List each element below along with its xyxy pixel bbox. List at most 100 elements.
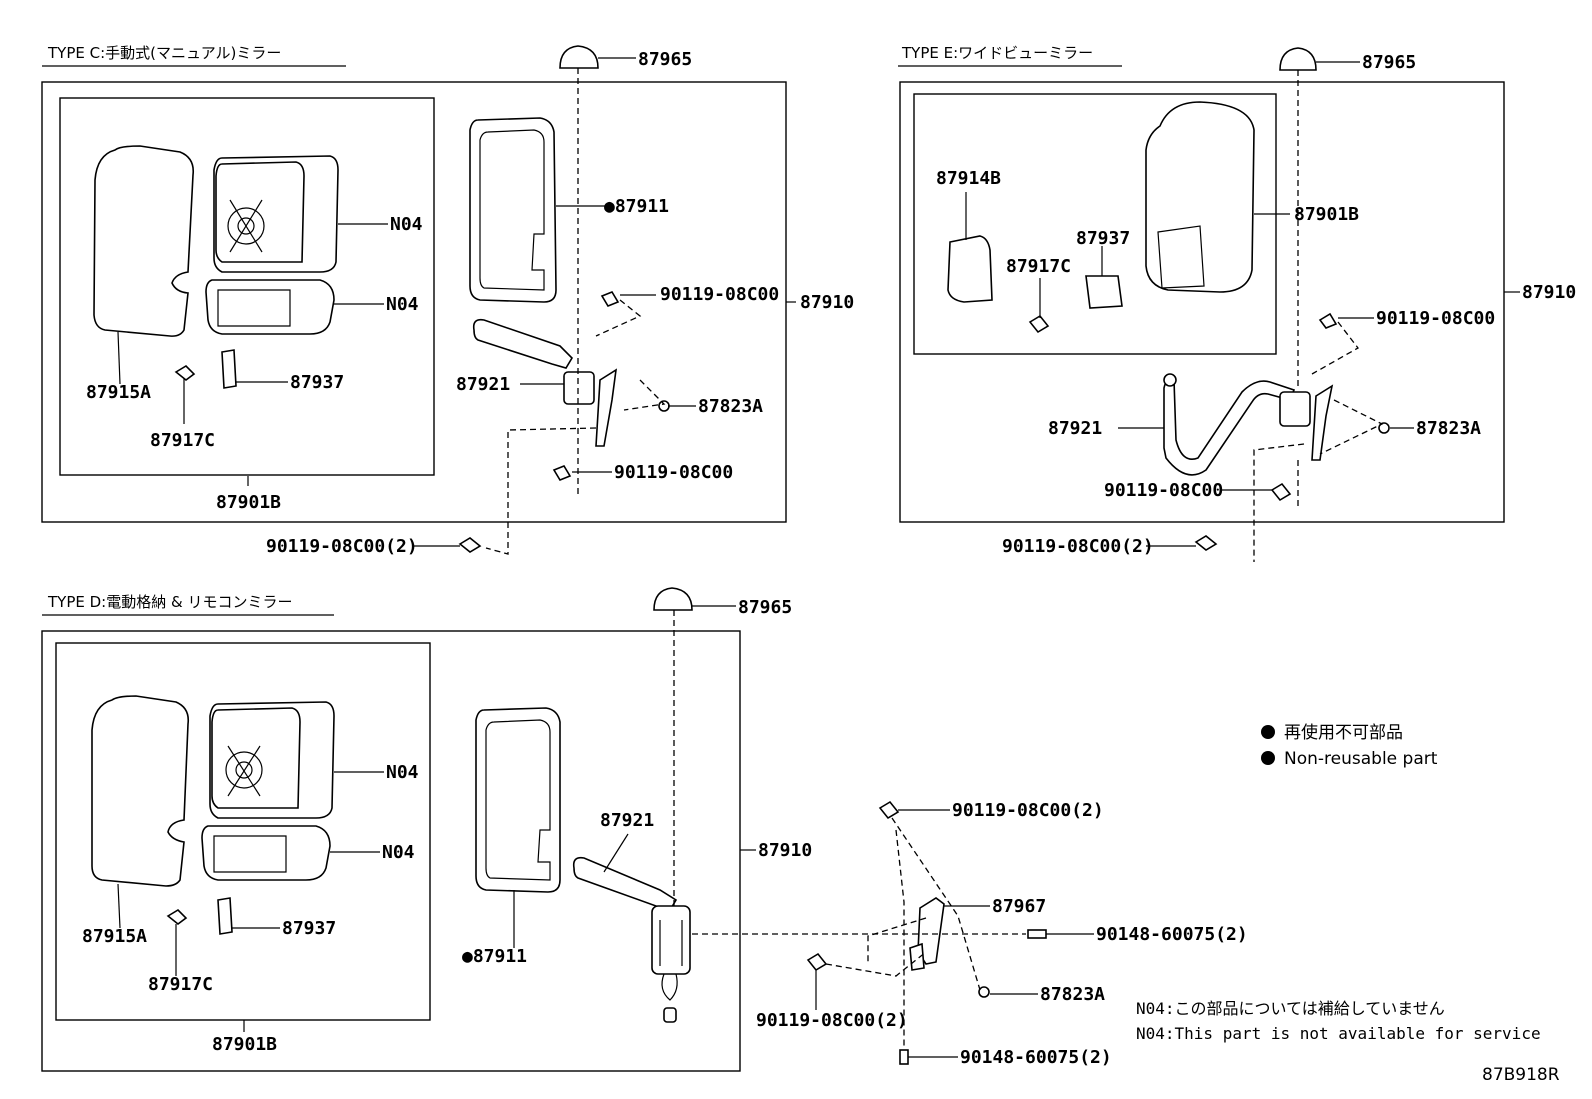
label-87910-d: 87910 (758, 840, 812, 861)
type-c-section: TYPE C:手動式(マニュアル)ミラー (41, 44, 854, 557)
cap-87965 (559, 45, 599, 69)
label-87967: 87967 (992, 896, 1046, 917)
bolt-90119-a-d (878, 800, 900, 820)
type-d-assembly-frame (41, 630, 741, 1072)
gasket-87911-d (475, 707, 561, 893)
type-e-mirror-subassembly-frame (913, 93, 1277, 355)
cap-87965-e (1279, 47, 1317, 71)
mirror-pivot (227, 207, 265, 245)
type-e-assembly-frame (899, 81, 1505, 523)
label-87965: 87965 (638, 49, 692, 70)
bolt-87917c-e (1028, 314, 1050, 334)
label-90148-a: 90148-60075(2) (1096, 924, 1248, 945)
label-90148-b: 90148-60075(2) (960, 1047, 1112, 1068)
label-87911: ●87911 (604, 196, 669, 217)
washer-87823a (658, 400, 670, 412)
label-87921: 87921 (456, 374, 510, 395)
label-90119-a-d: 90119-08C00(2) (952, 800, 1104, 821)
label-87901b: 87901B (216, 492, 281, 513)
legend: 再使用不可部品 Non-reusable part (1261, 722, 1438, 769)
mirror-pivot-d (225, 751, 263, 789)
screw-90148-b (899, 1049, 909, 1065)
footnote-jp: N04:この部品については補給していません (1136, 999, 1445, 1018)
label-90119-lower: 90119-08C00 (614, 462, 733, 483)
mount-plate-e (1311, 384, 1334, 461)
bolt-90119-upper (600, 291, 620, 307)
mirror-body-n04-lower (205, 279, 335, 335)
label-87917c-e: 87917C (1006, 256, 1071, 277)
motor-unit (651, 905, 691, 975)
label-87917c-d: 87917C (148, 974, 213, 995)
type-e-title: TYPE E:ワイドビューミラー (901, 44, 1093, 62)
label-87823a-d: 87823A (1040, 984, 1105, 1005)
stay-87921 (472, 318, 574, 369)
label-n04-lower-d: N04 (382, 842, 415, 863)
type-d-title: TYPE D:電動格納 & リモコンミラー (47, 593, 292, 611)
label-87823a-e: 87823A (1416, 418, 1481, 439)
label-87915a-d: 87915A (82, 926, 147, 947)
gasket-87911 (469, 117, 557, 303)
label-87921-e: 87921 (1048, 418, 1102, 439)
label-87901b-d: 87901B (212, 1034, 277, 1055)
legend-line-en: Non-reusable part (1284, 749, 1438, 769)
cap-87965-d (653, 587, 693, 611)
bracket-87937-e (1085, 275, 1123, 309)
pivot-housing-e (1279, 391, 1311, 427)
label-n04-upper-d: N04 (386, 762, 419, 783)
label-87917c: 87917C (150, 430, 215, 451)
screw-90148-a (1027, 929, 1047, 939)
footnote-en: N04:This part is not available for servi… (1136, 1024, 1541, 1043)
label-90119-lower-e: 90119-08C00 (1104, 480, 1223, 501)
label-90119-outer-e: 90119-08C00(2) (1002, 536, 1154, 557)
footnote: N04:この部品については補給していません N04:This part is n… (1136, 999, 1541, 1043)
bolt-87917c (174, 364, 196, 382)
non-reusable-dot-icon (1261, 751, 1275, 765)
type-c-title: TYPE C:手動式(マニュアル)ミラー (47, 44, 281, 62)
label-90119-b-d: 90119-08C00(2) (756, 1010, 908, 1031)
motor-connector (663, 1007, 677, 1023)
wide-mirror-87901b (1145, 101, 1255, 293)
cover-87914b (947, 235, 993, 303)
pivot-housing (563, 371, 595, 405)
bolt-87917c-d (166, 908, 188, 926)
label-87901b-e: 87901B (1294, 204, 1359, 225)
type-c-mirror-subassembly-frame (59, 97, 435, 476)
mirror-actuator-plate-d (211, 707, 301, 809)
label-87965-d: 87965 (738, 597, 792, 618)
mount-plate (595, 368, 618, 447)
label-87937-e: 87937 (1076, 228, 1130, 249)
label-87910: 87910 (800, 292, 854, 313)
bracket-87937 (221, 349, 237, 389)
label-87911-d: ●87911 (462, 946, 527, 967)
label-90119-upper: 90119-08C00 (660, 284, 779, 305)
bolt-90119-b-d (806, 952, 828, 972)
mirror-body-n04-lower-d (201, 825, 331, 881)
bolt-90119-outer (458, 537, 482, 553)
type-d-section: TYPE D:電動格納 & リモコンミラー (41, 587, 1248, 1072)
label-90119-outer: 90119-08C00(2) (266, 536, 418, 557)
stay-87921-d (572, 856, 678, 911)
bolt-90119-outer-e (1194, 535, 1218, 551)
label-87914b: 87914B (936, 168, 1001, 189)
label-87937: 87937 (290, 372, 344, 393)
label-87910-e: 87910 (1522, 282, 1576, 303)
bolt-90119-lower-e (1270, 482, 1292, 502)
label-n04-upper: N04 (390, 214, 423, 235)
mirror-glass-87915a (93, 145, 195, 337)
diagram-code: 87B918R (1482, 1065, 1560, 1085)
label-87921-d: 87921 (600, 810, 654, 831)
bolt-90119-upper-e (1318, 312, 1338, 329)
label-87965-e: 87965 (1362, 52, 1416, 73)
washer-87823a-e (1378, 422, 1390, 434)
non-reusable-dot-icon (1261, 725, 1275, 739)
label-90119-upper-e: 90119-08C00 (1376, 308, 1495, 329)
stay-87921-e (1163, 378, 1296, 476)
bolt-90119-lower (552, 465, 572, 481)
mirror-glass-87915a-d (91, 695, 190, 887)
label-87823a: 87823A (698, 396, 763, 417)
label-87915a: 87915A (86, 382, 151, 403)
washer-87823a-d (978, 986, 990, 998)
label-87937-d: 87937 (282, 918, 336, 939)
type-d-mirror-subassembly-frame (55, 642, 431, 1021)
